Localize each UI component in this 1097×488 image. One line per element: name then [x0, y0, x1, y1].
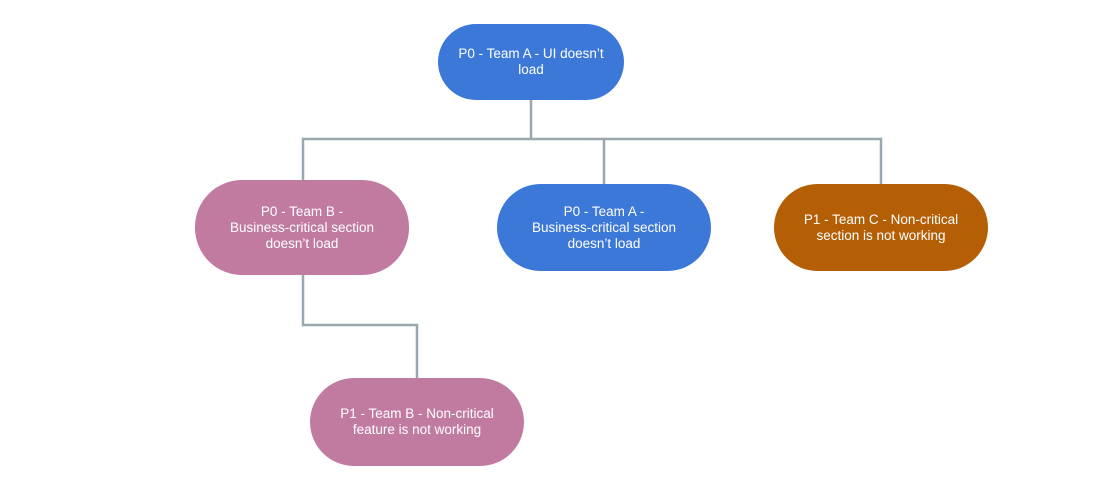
node-label: P1 - Team C - Non-critical section is no… — [803, 211, 959, 243]
node-team-a-ui-doesnt-load: P0 - Team A - UI doesn’t load — [438, 24, 624, 100]
node-label: P0 - Team A - Business-critical section … — [531, 203, 677, 251]
node-label: P0 - Team A - UI doesn’t load — [458, 46, 604, 77]
node-team-c-non-critical-section: P1 - Team C - Non-critical section is no… — [774, 184, 988, 271]
node-team-b-business-critical: P0 - Team B - Business-critical section … — [195, 180, 409, 275]
node-label: P0 - Team B - Business-critical section … — [229, 203, 375, 251]
edge-team-b-p0-to-team-b-p1 — [301, 275, 419, 378]
edge-root-to-team-b-p0 — [301, 100, 533, 180]
node-label: P1 - Team B - Non-critical feature is no… — [340, 406, 494, 437]
edge-root-to-team-a-p0 — [531, 137, 606, 184]
node-team-a-business-critical: P0 - Team A - Business-critical section … — [497, 184, 711, 271]
edge-root-to-team-c-p1 — [604, 137, 883, 184]
node-team-b-non-critical-feature: P1 - Team B - Non-critical feature is no… — [310, 378, 524, 466]
